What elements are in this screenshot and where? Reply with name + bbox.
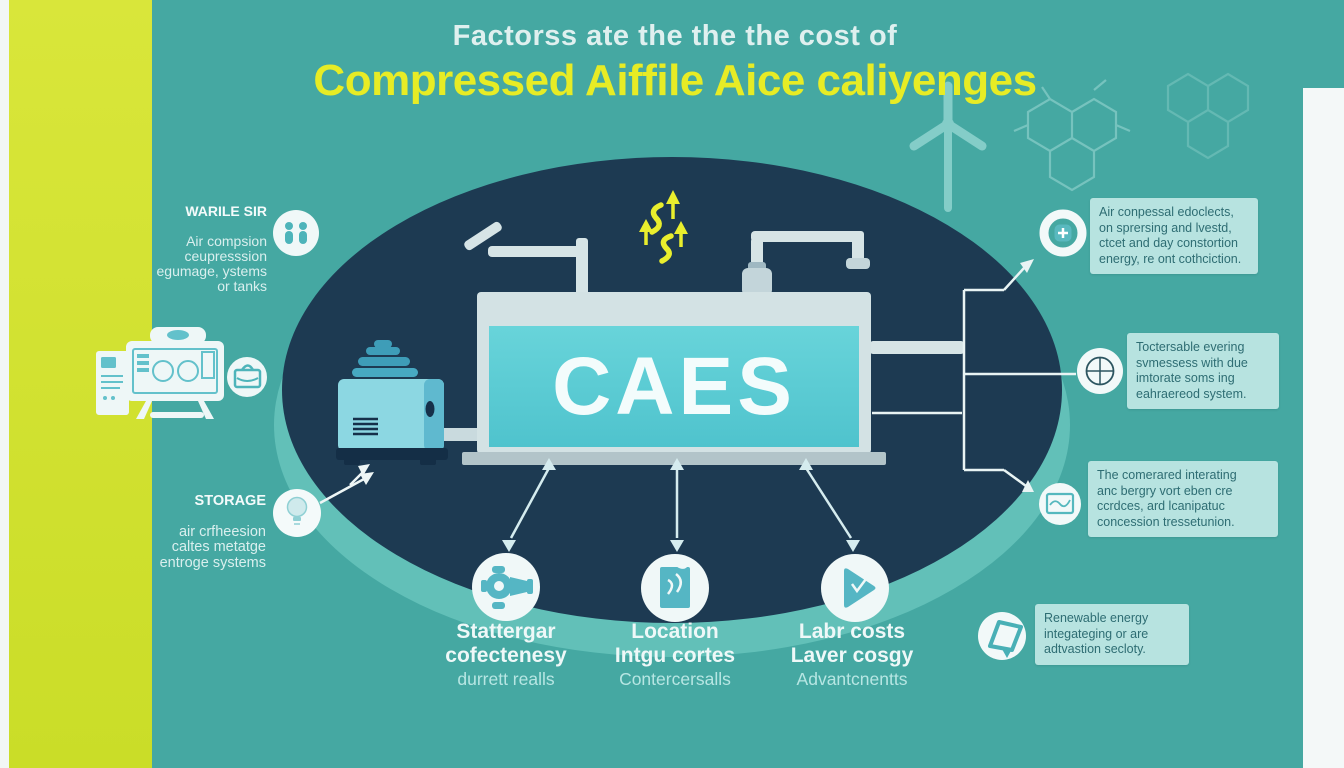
callout-box-concession: The comerared interating anc bergry vort… [1088,461,1278,537]
presentation-icon [978,612,1026,660]
callout-box-system: Toctersable evering svmessess with due i… [1127,333,1279,409]
bottom-item-line2: Intgu cortes [614,644,736,667]
briefcase-icon [227,357,267,397]
arrowhead-to-plus-circle [1020,259,1034,273]
control-panel-icon [126,327,224,419]
left-white-sliver [0,0,9,768]
tank-label: CAES [552,341,796,432]
document-icon [641,554,709,622]
callout-box-renewable: Renewable energy integateging or are adt… [1035,604,1189,665]
bottom-item-location: Location Intgu cortes Contercersalls [565,620,785,691]
globe-icon [1077,348,1123,394]
compressor-arrow [349,464,370,486]
title-line1: Factorss ate the the the cost of [452,20,898,52]
connector-lines [872,267,1076,488]
pipes [444,221,964,441]
bottom-connectors [502,458,860,552]
label-heading: WARILE SIR [185,203,267,219]
server-cabinet-icon [96,351,129,415]
callout-box-air-costs: Air conpessal edoclects, on sprersing an… [1090,198,1258,274]
molecule-pattern [1013,72,1250,192]
bottom-item-efficiency: Stattergar cofectenesy durrett realls [396,620,616,691]
bottom-item-line1: Stattergar [456,620,556,643]
label-body: air crfheesion caltes metatge entroge sy… [159,523,266,571]
bottom-item-labor-costs: Labr costs Laver cosgy Advantcnentts [742,620,962,691]
compressor-unit [336,340,448,465]
plus-circle-icon [1039,209,1087,257]
envelope-icon [1039,483,1081,525]
label-heading: STORAGE [194,492,266,509]
bottom-item-line3: Contercersalls [619,669,731,689]
bottom-item-line1: Location [631,620,719,643]
bottom-item-line2: cofectenesy [445,644,567,667]
compressor-icon [472,553,540,621]
play-icon [821,554,889,622]
label-block-air-compression: WARILE SIR Air compsion ceupresssion egu… [47,189,268,309]
right-white-strip [1303,88,1344,768]
bottom-item-line1: Labr costs [798,620,906,643]
storage-arrow [319,472,374,505]
title-line2: Compressed Aiffile Aice caliyenges [313,56,1037,105]
bottom-item-line2: Laver cosgy [790,644,914,667]
bottom-item-line3: durrett realls [457,669,555,689]
label-body: Air compsion ceupresssion egumage, ystem… [156,233,268,294]
caes-tank: CAES [462,292,886,465]
lightbulb-icon [273,489,321,537]
arrowhead-to-envelope [1022,480,1034,492]
bottom-item-line3: Advantcnentts [796,669,908,689]
label-block-storage: STORAGE air crfheesion caltes metatge en… [46,478,266,587]
people-icon [273,210,319,256]
wind-turbine-icon [909,81,987,212]
yellow-arrows-and-flames [639,190,688,264]
page-title: Factorss ate the the the cost of Compres… [160,20,1190,106]
